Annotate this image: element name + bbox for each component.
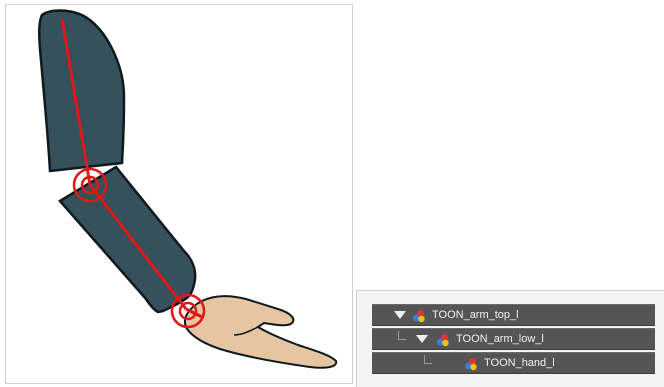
drawing-view[interactable] [5, 4, 353, 384]
lower-arm-sleeve[interactable] [60, 167, 195, 312]
layer-row-toon-arm-top-l[interactable]: TOON_arm_top_l [372, 304, 655, 326]
peg-icon [412, 309, 426, 323]
peg-icon [464, 357, 478, 371]
layer-name: TOON_arm_top_l [432, 305, 519, 325]
layer-name: TOON_hand_l [484, 353, 555, 373]
collapse-triangle-icon[interactable] [394, 311, 406, 319]
peg-icon [436, 333, 450, 347]
tree-connector [398, 331, 406, 340]
tree-connector [424, 355, 432, 364]
layer-list: TOON_arm_top_l TOON_arm_low_l [372, 304, 655, 376]
upper-arm-sleeve[interactable] [39, 11, 124, 172]
layer-row-toon-arm-low-l[interactable]: TOON_arm_low_l [372, 328, 655, 350]
layer-row-toon-hand-l[interactable]: TOON_hand_l [372, 352, 655, 374]
layer-name: TOON_arm_low_l [456, 329, 544, 349]
hand[interactable] [185, 296, 336, 368]
timeline-panel: TOON_arm_top_l TOON_arm_low_l [356, 290, 664, 387]
arm-drawing [6, 5, 352, 383]
collapse-triangle-icon[interactable] [416, 335, 428, 343]
